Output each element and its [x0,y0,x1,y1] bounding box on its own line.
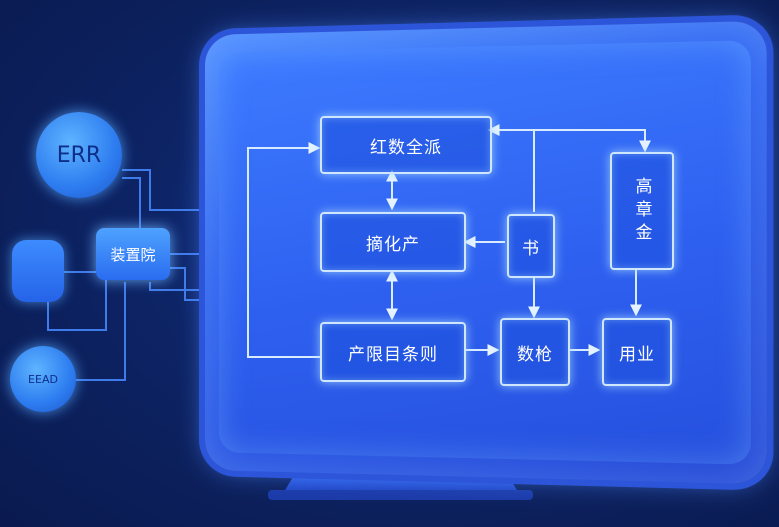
flow-data-box-label: 数枪 [517,344,553,365]
eead-circle: EEAD [10,346,76,412]
flow-bottom-box: 产限目条则 [320,322,466,382]
err-circle: ERR [36,112,122,198]
flow-top-box-label: 红数全派 [370,137,442,158]
flow-right-vertical-box-label: 高章金 [631,176,652,246]
flow-small-box-label: 书 [522,238,540,259]
side-label-box: 装置院 [96,228,170,280]
flow-right-vertical-box: 高章金 [610,152,674,270]
flow-data-box: 数枪 [500,318,570,386]
side-label: 装置院 [110,245,156,264]
flow-middle-box: 摘化产 [320,212,466,272]
flow-top-box: 红数全派 [320,116,492,174]
monitor-stand-base [268,490,533,500]
err-circle-label: ERR [56,142,102,168]
flow-middle-box-label: 摘化产 [366,234,420,255]
blank-pill [12,240,64,302]
flow-small-box: 书 [507,214,555,278]
flow-bottom-box-label: 产限目条则 [348,344,438,365]
flow-right-bottom-box: 用业 [602,318,672,386]
eead-circle-label: EEAD [28,372,58,386]
flow-right-bottom-box-label: 用业 [619,344,655,365]
